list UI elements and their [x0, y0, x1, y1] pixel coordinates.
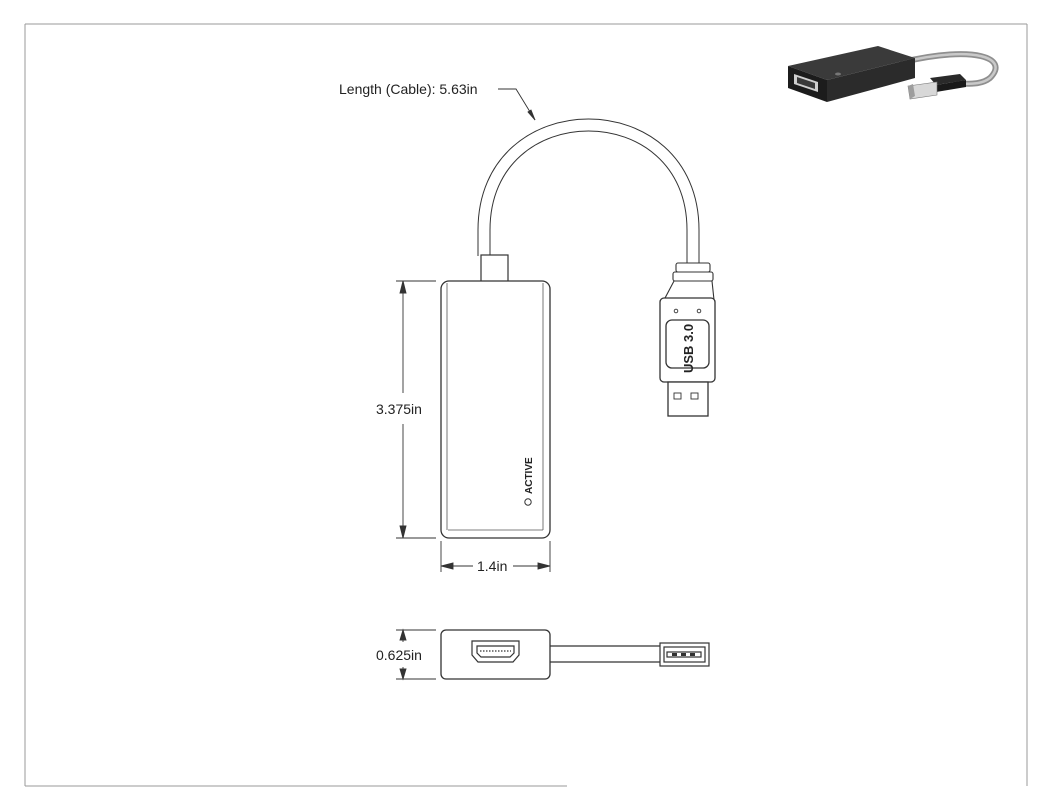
cable-length-leader — [498, 88, 536, 121]
height-dimension — [396, 280, 436, 539]
adapter-body — [440, 280, 551, 539]
usb-plug: USB 3.0 — [659, 297, 716, 417]
usb-label: USB 3.0 — [681, 324, 696, 373]
cable-length-label: Length (Cable): 5.63in — [339, 81, 478, 97]
hdmi-port-icon — [471, 640, 520, 663]
thickness-label: 0.625in — [376, 647, 422, 663]
sheet-border — [24, 23, 1028, 787]
usb-end-icon — [659, 642, 710, 667]
top-view: ACTIVE USB 3.0 — [440, 118, 716, 539]
thickness-dimension — [396, 628, 436, 681]
led-label: ACTIVE — [524, 457, 535, 494]
end-view — [440, 629, 710, 680]
led-indicator — [524, 498, 532, 506]
height-label: 3.375in — [376, 401, 422, 417]
width-label: 1.4in — [477, 558, 507, 574]
width-dimension — [440, 541, 551, 572]
usb-strain-relief — [663, 262, 715, 301]
cable-strain-relief — [480, 254, 509, 284]
cable-inner — [478, 119, 699, 266]
adapter-photo-icon — [788, 46, 999, 102]
